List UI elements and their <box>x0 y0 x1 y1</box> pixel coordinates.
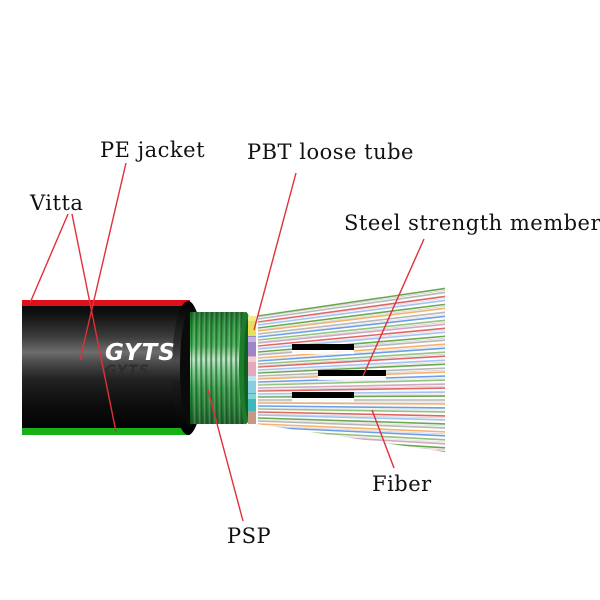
callout-label-fiber: Fiber <box>372 472 432 496</box>
callout-label-vitta: Vitta <box>30 191 84 215</box>
leader-psp <box>207 389 244 522</box>
cable-marking-shadow: GYTS <box>105 363 150 379</box>
psp-armor-ribs <box>191 312 246 424</box>
leader-pe-jacket <box>79 162 127 361</box>
leader-fiber <box>371 409 395 469</box>
vitta-stripe-red <box>22 300 190 306</box>
steel-strength-member-2-sheath <box>318 376 386 380</box>
steel-strength-member-group <box>292 344 386 402</box>
steel-strength-member-3 <box>292 392 354 398</box>
steel-strength-member-1 <box>292 344 354 350</box>
leader-steel <box>362 238 425 377</box>
leader-pbt-tube <box>253 172 297 331</box>
cable-marking-text: GYTS <box>105 340 176 366</box>
leader-vitta-top <box>29 213 69 304</box>
callout-label-steel-strength-member: Steel strength member <box>344 211 600 235</box>
psp-armor-group <box>190 312 253 424</box>
steel-strength-member-1-sheath <box>292 350 354 354</box>
vitta-stripe-green <box>22 428 190 435</box>
leader-vitta-bottom <box>71 213 117 433</box>
callout-label-pbt-loose-tube: PBT loose tube <box>247 140 414 164</box>
pe-jacket-body <box>22 302 188 434</box>
callout-label-pe-jacket: PE jacket <box>100 138 206 162</box>
steel-strength-member-3-sheath <box>292 398 354 402</box>
callout-leader-lines <box>29 162 425 522</box>
callout-label-psp: PSP <box>227 524 272 548</box>
steel-strength-member-2 <box>318 370 386 376</box>
